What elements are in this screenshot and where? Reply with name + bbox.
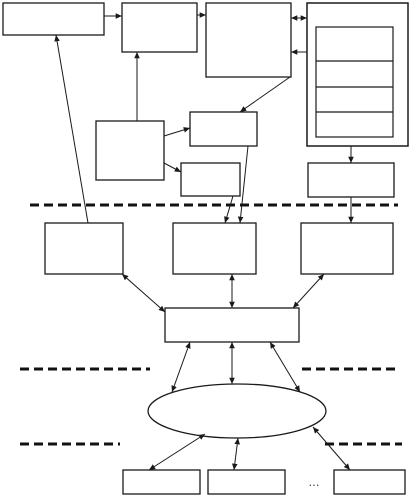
arrow-middle-upper-to-row2-center (237, 145, 249, 224)
hub-box (164, 307, 300, 343)
right-middle-box (307, 162, 395, 198)
middle-left-box (95, 120, 165, 181)
arrow-hub-ellipse-left (171, 341, 191, 393)
arrow-middle-left-to-middle-lower (163, 162, 182, 173)
arrow-middle-lower-to-row2-center (224, 195, 234, 224)
bottom-box-3 (333, 469, 406, 495)
stacked-container (306, 2, 409, 147)
arrow-ellipse-bottom-box-3 (312, 426, 351, 471)
row2-right-box (300, 222, 394, 275)
top-right-box (205, 2, 292, 78)
arrow-ellipse-bottom-box-2 (232, 437, 240, 471)
arrow-middle-left-to-middle-upper (163, 127, 191, 137)
arrow-ellipse-bottom-box-1 (148, 433, 206, 471)
middle-lower-box (180, 162, 241, 197)
bottom-box-1 (122, 469, 201, 495)
arrow-row2-right-hub (292, 273, 325, 309)
arrow-row2-left-hub (121, 273, 166, 313)
row2-left-box (44, 222, 124, 275)
row2-center-box (172, 222, 257, 275)
arrow-hub-ellipse-right (269, 341, 301, 393)
bottom-ellipsis: … (309, 476, 320, 489)
middle-upper-box (189, 111, 258, 147)
top-center-box (121, 2, 198, 53)
stacked-container-inner (315, 26, 394, 138)
top-left-box (2, 2, 105, 36)
arrow-top-right-to-middle-upper (239, 76, 291, 113)
central-ellipse (147, 383, 327, 439)
bottom-box-2 (207, 469, 286, 495)
arrow-row2-left-to-top-left (54, 34, 89, 224)
